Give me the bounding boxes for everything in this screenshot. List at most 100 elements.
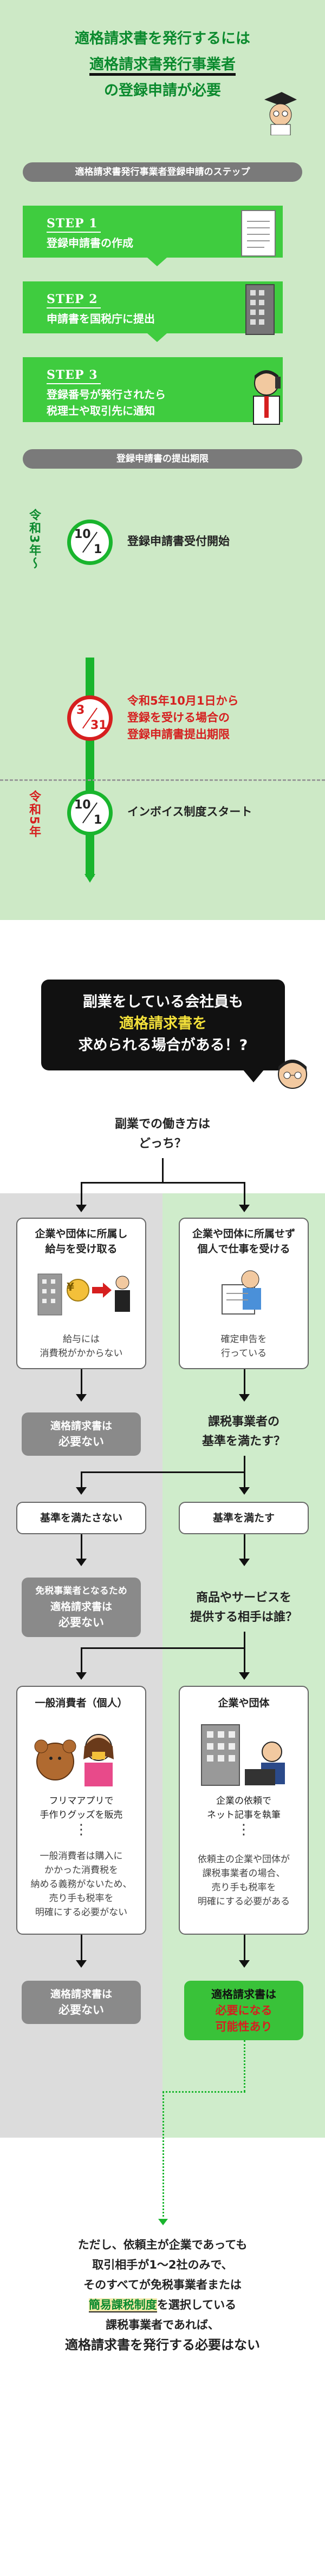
note-line: ただし、依頼主が企業であっても (77, 2238, 248, 2251)
result-not-needed: 適格請求書は 必要ない (22, 1412, 141, 1456)
bottom-note: ただし、依頼主が企業であっても 取引相手が1〜2社のみで、 そのすべてが免税事業… (0, 2235, 325, 2355)
bubble-line: 求められる場合がある！? (78, 1037, 248, 1054)
card-desc: 明確にする必要がある (197, 1896, 290, 1907)
date-month: 3 (76, 704, 85, 717)
flow-line (81, 1182, 245, 1184)
result-line: 必要ない (58, 2003, 104, 2016)
flow-line (81, 1369, 82, 1395)
question-line: どっち？ (138, 1137, 186, 1151)
result-line: 適格請求書は (50, 1601, 112, 1613)
card-desc: 売り手も税率を (49, 1893, 114, 1904)
flow-line (81, 1935, 82, 1962)
step-3: STEP 3 登録番号が発行されたら税理士や取引先に通知 (23, 357, 283, 422)
card-heading: 企業や団体に所属し (35, 1228, 128, 1240)
note-line: 取引相手が1〜2社のみで、 (92, 2258, 233, 2271)
step-label: STEP 3 (47, 368, 101, 384)
intro-line3: の登録申請が必要 (104, 82, 221, 99)
step-arrow (147, 258, 167, 266)
card-heading: 企業や団体に所属せず (192, 1228, 295, 1240)
card-example: 企業の依頼で (216, 1796, 271, 1806)
question-customer: 商品やサービスを 提供する相手は誰？ (162, 1588, 325, 1627)
consumer-card: 一般消費者（個人） フリマアプリで 手作りグッズを販売 ⋮ 一般消費者は購入に … (16, 1686, 146, 1935)
dotted-connector (244, 2040, 245, 2092)
dots-icon: ⋮ (74, 1822, 88, 1838)
question-work-style: 副業での働き方は どっち？ (0, 1115, 325, 1154)
timeline-arrow (84, 874, 95, 883)
arrow-down (239, 1487, 250, 1495)
flow-line (162, 1158, 164, 1182)
arrow-down (239, 1394, 250, 1402)
bubble-line-highlight: 適格請求書を (119, 1015, 207, 1032)
era-label-2: 令和5年 (27, 790, 41, 839)
date-month: 10 (74, 528, 91, 541)
step-text: 申請書を国税庁に提出 (47, 311, 155, 327)
timeline-item-text: 令和5年10月1日から 登録を受ける場合の 登録申請書提出期限 (127, 693, 238, 743)
timeline-item-text: 登録申請書受付開始 (127, 535, 230, 548)
step-label: STEP 2 (47, 292, 101, 308)
question-taxable: 課税事業者の 基準を満たす？ (162, 1412, 325, 1451)
speech-bubble: 副業をしている会社員も 適格請求書を 求められる場合がある！? (41, 980, 285, 1082)
flow-line (81, 1647, 245, 1649)
yen-coin-label: ¥ (67, 1280, 74, 1293)
document-icon (237, 208, 281, 260)
card-heading: 一般消費者（個人） (35, 1697, 128, 1709)
arrow-down (76, 1205, 87, 1212)
arrow-down (76, 1960, 87, 1968)
flow-line (244, 1182, 245, 1206)
bubble-line: 副業をしている会社員も (82, 994, 244, 1010)
intro-highlight: 適格請求書発行事業者 (89, 56, 236, 76)
flow-line (81, 1182, 82, 1206)
steps-heading: 適格請求書発行事業者登録申請のステップ (23, 162, 302, 182)
date-day: 1 (94, 543, 102, 556)
card-desc: かかった消費税を (44, 1865, 118, 1876)
arrow-down (239, 1672, 250, 1680)
salary-icon (36, 1263, 133, 1317)
note-conclusion: 適格請求書を発行する必要はない (65, 2337, 260, 2352)
timeline-line-text: 登録申請書提出期限 (127, 728, 230, 741)
criteria-not-met: 基準を満たさない (16, 1502, 146, 1534)
dotted-connector (162, 2091, 245, 2093)
card-desc: 依頼主の企業や団体が (198, 1854, 290, 1865)
result-line: 適格請求書は (50, 1988, 112, 2000)
era-label-1: 令和3年〜 (27, 509, 41, 570)
card-desc: 明確にする必要がない (35, 1907, 128, 1918)
result-exempt: 免税事業者となるため 適格請求書は 必要ない (22, 1578, 141, 1637)
businessman-phone-icon (239, 362, 294, 426)
card-desc: 課税事業者の場合、 (202, 1868, 285, 1879)
intro-line1: 適格請求書を発行するには (75, 30, 250, 47)
graduate-icon (260, 87, 298, 136)
card-sub: 消費税がかからない (40, 1348, 123, 1359)
step-line: 税理士や取引先に通知 (47, 404, 155, 417)
card-sub: 行っている (220, 1348, 267, 1359)
flow-line (244, 1935, 245, 1962)
flow-line (244, 1369, 245, 1395)
step-text: 登録番号が発行されたら税理士や取引先に通知 (47, 386, 166, 419)
card-example: 手作りグッズを販売 (40, 1810, 123, 1821)
card-desc: 一般消費者は購入に (40, 1851, 123, 1862)
step-line: 登録番号が発行されたら (47, 388, 166, 401)
bubble-tail (243, 1069, 264, 1082)
card-sub: 給与には (63, 1334, 100, 1345)
date-month: 10 (74, 798, 91, 812)
arrow-down (76, 1559, 87, 1566)
flow-line (81, 1471, 82, 1489)
arrow-down (76, 1487, 87, 1495)
arrow-down (239, 1960, 250, 1968)
result-not-needed-final: 適格請求書は 必要ない (22, 1981, 141, 2024)
note-text: を選択している (157, 2298, 237, 2311)
building-icon (238, 280, 282, 337)
timeline-line-text: 登録を受ける場合の (127, 711, 230, 724)
timeline-item-text: インボイス制度スタート (127, 805, 252, 818)
corporate-card: 企業や団体 企業の依頼で ネット記事を執筆 ⋮ 依頼主の企業や団体が 課税事業者… (179, 1686, 309, 1935)
card-heading: 個人で仕事を受ける (197, 1243, 290, 1255)
flow-line (244, 1632, 245, 1648)
step-line: 登録申請書の作成 (47, 236, 133, 249)
step-text: 登録申請書の作成 (47, 235, 133, 251)
result-line-red: 必要になる (215, 2004, 272, 2017)
result-may-be-needed: 適格請求書は 必要になる 可能性あり (184, 1981, 303, 2040)
deadline-heading: 登録申請書の提出期限 (23, 449, 302, 469)
flow-line (244, 1647, 245, 1673)
